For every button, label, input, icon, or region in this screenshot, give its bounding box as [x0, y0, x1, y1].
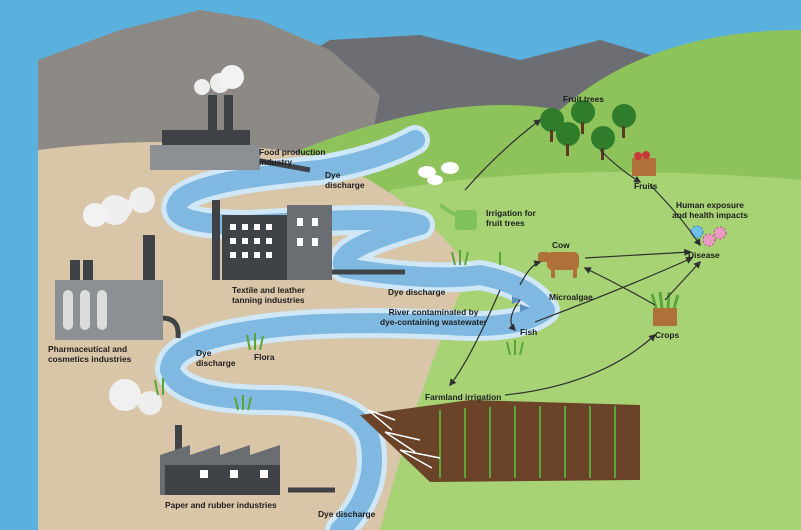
- label-dye-discharge-textile: Dye discharge: [388, 287, 446, 297]
- flora: [154, 250, 524, 411]
- arrow-microalgae-to-fish: [508, 299, 521, 332]
- pipe-food: [254, 157, 311, 173]
- watering-can-icon: [438, 203, 477, 230]
- sprinkler-icon: [367, 409, 441, 469]
- label-disease: Disease: [688, 250, 720, 260]
- label-cow: Cow: [552, 240, 570, 250]
- fruit-tree-icon: [540, 100, 636, 160]
- flow-arrows: [449, 119, 701, 396]
- label-human-exposure: Human exposure and health impacts: [672, 200, 748, 220]
- fish-icon: [512, 296, 530, 312]
- arrow-river-to-farmland: [449, 289, 501, 387]
- label-crops: Crops: [655, 330, 680, 340]
- factory-icon: [150, 65, 260, 170]
- label-textile-industry: Textile and leather tanning industries: [232, 285, 305, 305]
- factory-icon: [109, 379, 280, 495]
- arrow-crops-to-disease: [664, 260, 701, 301]
- label-microalgae: Microalgae: [549, 292, 593, 302]
- fruit-basket-icon: [632, 151, 656, 176]
- label-fruits: Fruits: [634, 181, 658, 191]
- arrow-fish-to-disease: [534, 257, 694, 323]
- label-flora: Flora: [254, 352, 275, 362]
- label-river-contaminated: River contaminated by dye-containing was…: [379, 307, 488, 327]
- label-fish: Fish: [520, 327, 538, 337]
- arrow-fruits-to-disease: [649, 184, 701, 247]
- label-fruit-trees: Fruit trees: [563, 94, 604, 104]
- label-food-industry: Food production Industry: [259, 147, 326, 167]
- farmland: [360, 400, 640, 482]
- arrow-crops-to-cow: [583, 267, 656, 306]
- river: [160, 130, 555, 530]
- pipe-pharma: [161, 315, 181, 339]
- label-farmland-irrigation: Farmland irrigation: [425, 392, 502, 402]
- arrow-cow-to-disease: [584, 248, 692, 259]
- factory-icon: [112, 187, 332, 280]
- label-irrigation-fruit-trees: Irrigation for fruit trees: [486, 208, 536, 228]
- factory-icon: [55, 195, 163, 340]
- crop-basket-icon: [650, 291, 680, 326]
- label-pharma-industry: Pharmaceutical and cosmetics industries: [48, 344, 132, 364]
- arrow-farmland-to-crops: [504, 334, 657, 396]
- arrow-microalgae-to-cow: [519, 260, 542, 286]
- pathogen-icon: [690, 225, 727, 247]
- cow-icon: [538, 252, 579, 278]
- crop-rows: [439, 406, 616, 478]
- label-paper-industry: Paper and rubber industries: [165, 500, 277, 510]
- label-dye-discharge-food: Dye discharge: [325, 170, 365, 190]
- label-dye-discharge-paper: Dye discharge: [318, 509, 376, 519]
- label-dye-discharge-pharma: Dye discharge: [196, 348, 236, 368]
- sheep-icon: [418, 162, 459, 185]
- arrow-river-to-irrigation: [464, 119, 542, 191]
- arrow-trees-to-fruits: [599, 149, 642, 183]
